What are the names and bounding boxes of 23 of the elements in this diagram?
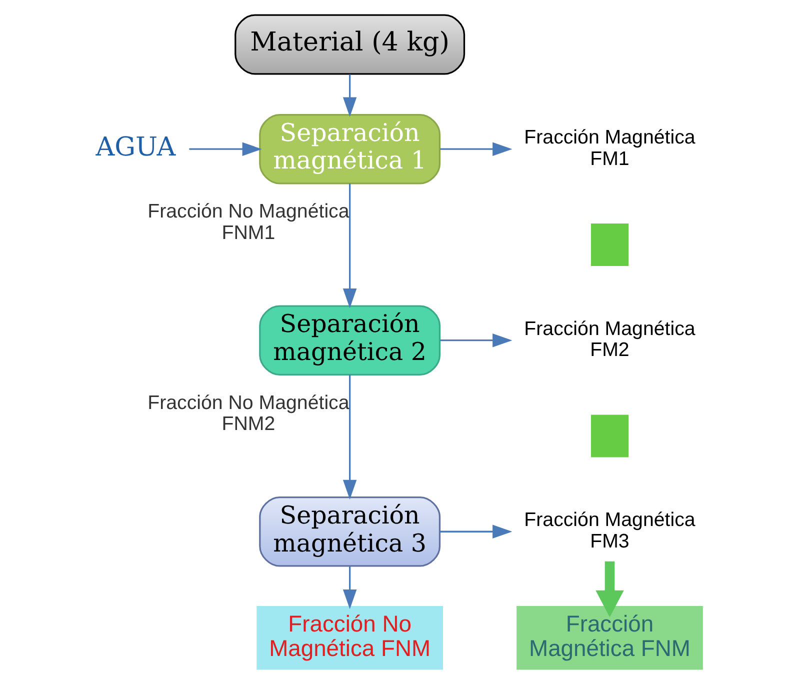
- node-box: Fracción No Magnética FNM: [256, 606, 442, 670]
- arrow: [595, 561, 624, 618]
- node-box: Separación magnética 3: [258, 496, 440, 567]
- arrow: [440, 334, 512, 348]
- node-cross: [590, 414, 628, 458]
- node-cross: [590, 223, 628, 266]
- arrow: [342, 374, 356, 500]
- arrow: [440, 142, 512, 156]
- arrow: [188, 142, 262, 156]
- node-text: Fracción Magnética FM3: [524, 509, 695, 552]
- node-text: Fracción Magnética FM1: [524, 126, 695, 170]
- node-text: Fracción Magnética FM2: [524, 318, 695, 362]
- node-box: Fracción Magnética FNM: [516, 606, 702, 670]
- arrow: [342, 183, 356, 308]
- edge-label: Fracción No Magnética FNM2: [147, 392, 349, 436]
- edge-label: Fracción No Magnética FNM1: [147, 200, 349, 244]
- arrow: [342, 566, 356, 610]
- arrow: [440, 524, 512, 538]
- arrow: [342, 74, 356, 117]
- node-box: Separación magnética 2: [258, 305, 440, 376]
- node-box: Separación magnética 1: [258, 114, 440, 184]
- node-text: AGUA: [95, 132, 176, 162]
- node-box: Material (4 kg): [234, 14, 465, 75]
